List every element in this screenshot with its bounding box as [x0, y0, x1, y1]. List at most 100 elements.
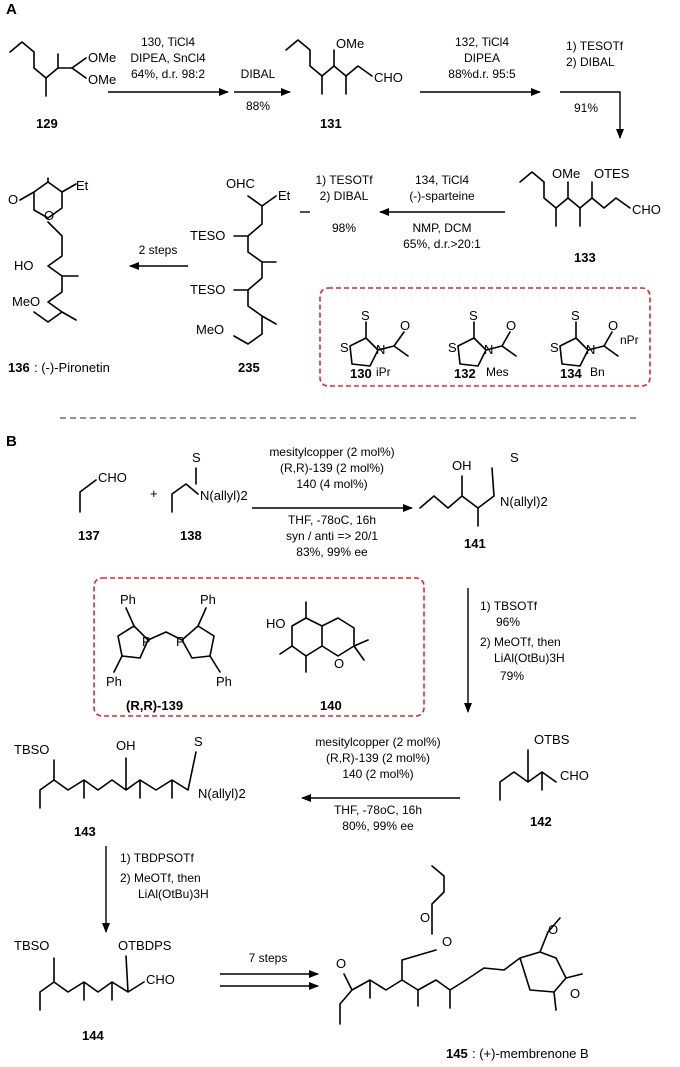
cond-r8-6: 83%, 99% ee: [296, 545, 368, 559]
cond-r1-1: 130, TiCl4: [141, 35, 195, 49]
s-130-ring: S: [340, 340, 349, 355]
s-132-ring: S: [448, 340, 457, 355]
ph-139-c: Ph: [106, 674, 122, 689]
s-141: S: [510, 450, 519, 465]
cho-133: CHO: [632, 202, 661, 217]
label-235: 235: [238, 360, 260, 375]
label-131: 131: [320, 116, 342, 131]
auxiliary-132: S S N O Mes 132: [448, 308, 517, 381]
p-139-b: P: [176, 634, 185, 649]
cond-r6-1: 134, TiCl4: [415, 173, 469, 187]
ome-131: OMe: [336, 36, 364, 51]
meo-136: MeO: [12, 294, 40, 309]
label-145-name: : (+)-membrenone B: [472, 1046, 589, 1061]
label-138: 138: [180, 528, 202, 543]
otbdps-144: OTBDPS: [118, 938, 172, 953]
label-129: 129: [36, 116, 58, 131]
compound-131: OMe CHO 131: [285, 36, 403, 131]
cond-r3-2: DIPEA: [464, 51, 500, 65]
compound-235: OHC Et TESO TESO MeO 235: [190, 176, 291, 375]
cond-r10-5: 80%, 99% ee: [342, 819, 414, 833]
panel-a-label: A: [6, 1, 17, 18]
o-132: O: [506, 318, 516, 333]
label-145-num: 145: [446, 1046, 468, 1061]
n-134: N: [586, 342, 595, 357]
auxiliary-box: [319, 287, 651, 387]
meo-235: MeO: [196, 322, 224, 337]
bn-134: Bn: [590, 365, 605, 379]
arrow-r4: [560, 91, 624, 139]
cond-r3-3: 88%d.r. 95:5: [448, 67, 516, 81]
o-130: O: [400, 318, 410, 333]
cond-r12-1: 7 steps: [249, 951, 288, 965]
auxiliary-134: S S N O nPr Bn 134: [550, 308, 639, 381]
ho-140: HO: [266, 616, 286, 631]
compound-138: S N(allyl)2 138: [171, 450, 248, 543]
label-137: 137: [78, 528, 100, 543]
nallyl-143: N(allyl)2: [198, 786, 246, 801]
o-134: O: [608, 318, 618, 333]
label-136-name: : (-)-Pironetin: [34, 360, 110, 375]
cond-r10-1: mesitylcopper (2 mol%): [315, 735, 440, 749]
o-enone-145: O: [570, 986, 580, 1001]
label-132: 132: [454, 366, 476, 381]
cond-r1-3: 64%, d.r. 98:2: [131, 67, 205, 81]
cond-r4-1: 1) TESOTf: [566, 39, 624, 53]
cond-r8-3: 140 (4 mol%): [296, 477, 367, 491]
label-136-num: 136: [8, 360, 30, 375]
compound-145: O O O O O 145 : (+)-membrenone B: [336, 865, 589, 1061]
cond-r8-1: mesitylcopper (2 mol%): [269, 445, 394, 459]
cond-r11-1: 1) TBDPSOTf: [120, 851, 194, 865]
mes-132: Mes: [486, 365, 509, 379]
s-134-ring: S: [550, 340, 559, 355]
ome-133: OMe: [552, 166, 580, 181]
ph-139-b: Ph: [200, 592, 216, 607]
otbs-142: OTBS: [534, 732, 570, 747]
cond-r5-3: 98%: [332, 221, 356, 235]
ligand-139: Ph Ph Ph Ph P P (R,R)-139: [106, 592, 232, 713]
compound-141: OH S N(allyl)2 141: [419, 450, 548, 551]
cond-r10-3: 140 (2 mol%): [342, 767, 413, 781]
compound-144: TBSO OTBDPS CHO 144: [14, 938, 175, 1043]
s-130-thione: S: [361, 308, 370, 323]
n-132: N: [484, 342, 493, 357]
cond-r9-1: 1) TBSOTf: [480, 599, 538, 613]
cond-r9-3: 2) MeOTf, then: [480, 635, 561, 649]
cho-142: CHO: [560, 768, 589, 783]
label-141: 141: [464, 536, 486, 551]
label-142: 142: [530, 814, 552, 829]
tbso-144: TBSO: [14, 938, 49, 953]
s-143: S: [194, 734, 203, 749]
cond-r9-5: 79%: [500, 669, 524, 683]
cond-r4-2: 2) DIBAL: [566, 55, 615, 69]
compound-143: TBSO OH S N(allyl)2 143: [14, 734, 246, 839]
s-138: S: [192, 450, 201, 465]
ho-136: HO: [14, 258, 34, 273]
oh-141: OH: [452, 458, 472, 473]
n-130: N: [376, 342, 385, 357]
npr-134: nPr: [620, 333, 639, 347]
ipr-130: iPr: [376, 365, 391, 379]
nallyl-138: N(allyl)2: [200, 488, 248, 503]
cond-r10-4: THF, -78oC, 16h: [334, 803, 422, 817]
label-144: 144: [82, 1028, 104, 1043]
cond-r4-3: 91%: [574, 101, 598, 115]
cond-r2-2: 88%: [246, 99, 270, 113]
cond-r6-2: (-)-sparteine: [409, 189, 475, 203]
teso-235-b: TESO: [190, 282, 225, 297]
ligand-box: [93, 577, 425, 717]
cond-r5-2: 2) DIBAL: [320, 189, 369, 203]
o-ester-carbonyl: O: [420, 910, 430, 925]
s-132-thione: S: [469, 308, 478, 323]
et-235: Et: [278, 188, 291, 203]
o-140: O: [334, 656, 344, 671]
cho-131: CHO: [374, 70, 403, 85]
label-130: 130: [350, 366, 372, 381]
cond-r2-1: DIBAL: [241, 67, 276, 81]
cond-r11-3: LiAl(OtBu)3H: [138, 887, 209, 901]
label-139: (R,R)-139: [126, 698, 183, 713]
o-ketone-145: O: [336, 956, 346, 971]
cond-r10-2: (R,R)-139 (2 mol%): [326, 751, 430, 765]
label-143: 143: [74, 824, 96, 839]
ligand-140: HO O 140: [266, 601, 369, 713]
